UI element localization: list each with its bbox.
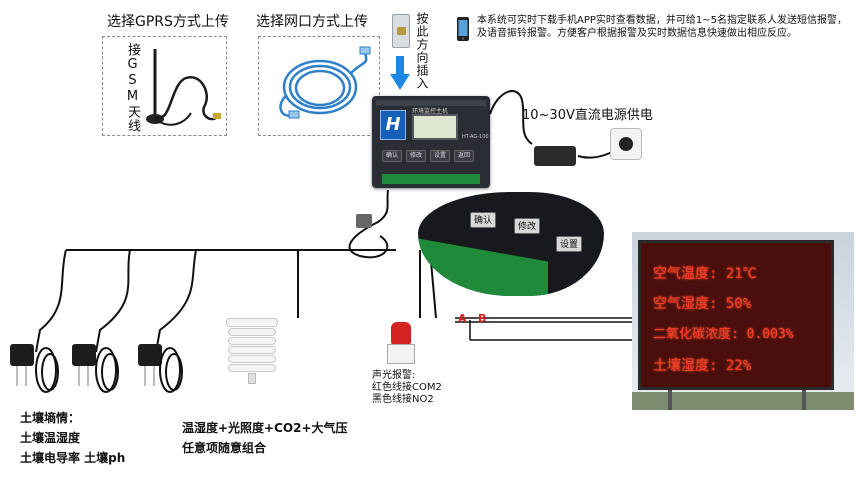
sensor-connector [356,214,372,228]
alarm-black-wire: 黑色线接NO2 [372,394,434,405]
soil-text-block: 土壤墒情： 土壤温湿度 土壤电导率 土壤ph [20,408,125,468]
multi-parameter-shield-sensor [222,318,282,384]
weather-text-block: 温湿度+光照度+CO2+大气压 任意项随意组合 [182,418,348,458]
device-lcd-screen [412,114,458,140]
soil-line-2: 土壤温湿度 [20,431,81,445]
device-terminal-strip [382,174,480,184]
gprs-upload-label: 选择GPRS方式上传 [107,14,229,30]
app-feature-note: 本系统可实时下载手机APP实时查看数据，并可给1~5名指定联系人发送短信报警，及… [477,15,848,39]
soil-sensor-2-icon [72,344,96,386]
zoom-confirm-button: 确认 [470,212,496,228]
device-brand-label: 环境监控主机 [412,108,449,115]
device-logo: H [380,110,406,140]
soil-sensor-cable-coils [35,347,183,393]
alarm-red-wire: 红色线接COM2 [372,382,442,393]
led-line-4: 土壤湿度: 22% [653,358,752,374]
weather-line-1: 温湿度+光照度+CO2+大气压 [182,421,348,435]
alarm-title: 声光报警: [372,370,416,381]
zoom-terminal-strip [418,238,548,296]
soil-line-1: 土壤墒情： [20,411,81,425]
power-adapter-icon [534,146,576,166]
soil-line-3: 土壤电导率 土壤ph [20,451,126,465]
gsm-antenna-icon [146,49,221,126]
soil-sensor-3-icon [138,344,162,386]
terminal-block-zoom: 确认 修改 设置 [418,192,604,296]
led-line-2: 空气湿度: 50% [653,296,752,312]
terminal-a-label: A [458,312,467,325]
terminal-b-label: B [478,312,487,325]
gsm-antenna-label: 接GSM天线 [125,43,140,133]
weather-line-2: 任意项随意组合 [182,441,267,455]
strobe-siren-icon [385,322,417,366]
device-model-label: HT-AG-100 [462,134,489,140]
insert-direction-label: 按此方向插入 [415,12,429,90]
zoom-settings-button: 设置 [556,236,582,252]
smartphone-icon [457,17,469,41]
power-supply-label: 10~30V直流电源供电 [522,108,653,123]
lan-upload-label: 选择网口方式上传 [256,14,368,30]
network-cable-box [258,36,380,136]
device-settings-button[interactable]: 设置 [430,150,450,162]
led-line-3: 二氧化碳浓度: 0.003% [653,327,794,342]
led-line-1: 空气温度: 21℃ [653,266,757,282]
led-display-scene: 空气温度: 21℃ 空气湿度: 50% 二氧化碳浓度: 0.003% 土壤湿度:… [632,232,854,410]
network-cable-icon [279,46,371,119]
sim-card-icon [392,14,410,48]
device-modify-button[interactable]: 修改 [406,150,426,162]
zoom-modify-button: 修改 [514,218,540,234]
wall-socket-icon [610,128,642,160]
device-back-button[interactable]: 返回 [454,150,474,162]
led-display-board: 空气温度: 21℃ 空气湿度: 50% 二氧化碳浓度: 0.003% 土壤湿度:… [638,240,834,390]
arrow-down-icon [390,56,410,90]
main-controller-device: H 环境监控主机 HT-AG-100 确认 修改 设置 返回 [372,96,490,188]
device-confirm-button[interactable]: 确认 [382,150,402,162]
soil-sensor-1-icon [10,344,34,386]
gsm-antenna-box: 接GSM天线 [102,36,227,136]
alarm-wiring-note: 声光报警: 红色线接COM2 黑色线接NO2 [372,370,442,406]
